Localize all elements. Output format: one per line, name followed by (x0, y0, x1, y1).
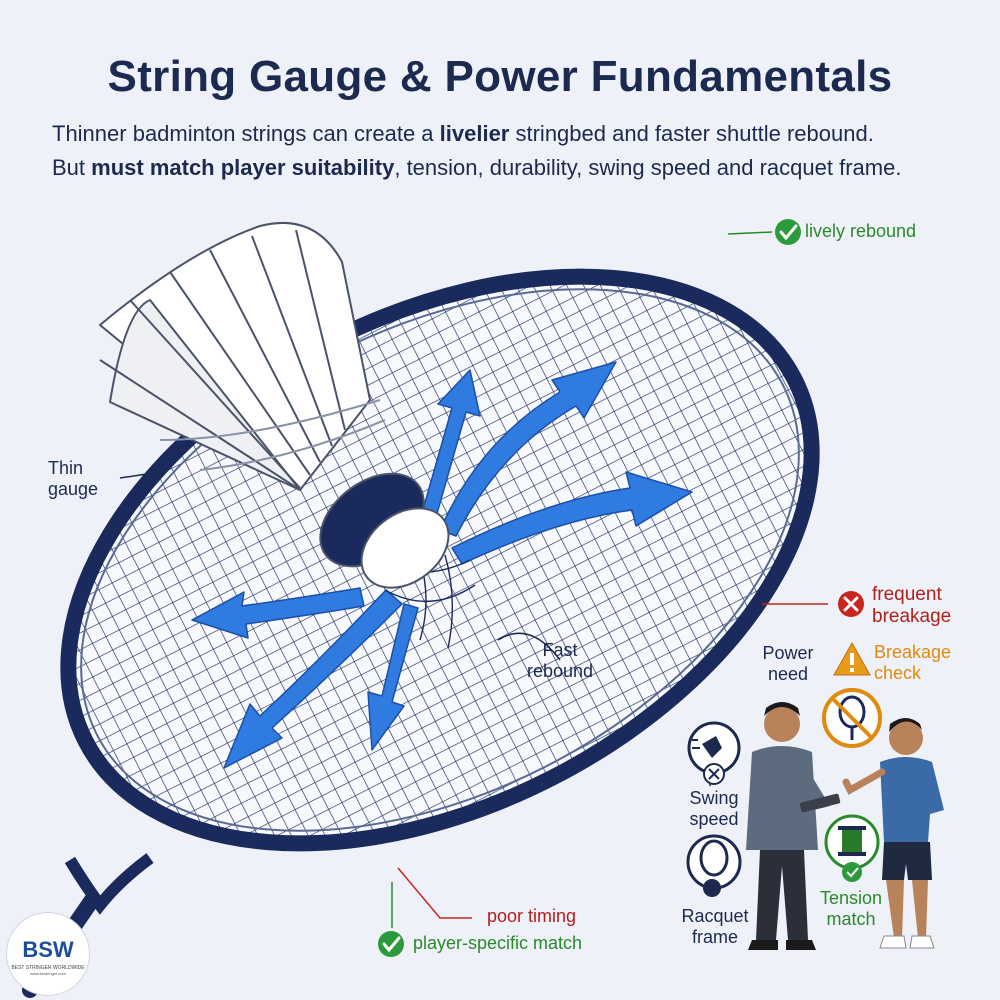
shuttle-cork (360, 507, 450, 589)
arrow-down-left (223, 589, 403, 769)
racquet-frame-icon (686, 834, 742, 897)
page-title: String Gauge & Power Fundamentals (107, 52, 893, 101)
subtitle-line-2: But must match player suitability, tensi… (52, 155, 902, 180)
bsw-logo: BSW BEST STRINGER WORLDWIDE www.bestring… (6, 912, 90, 996)
arrow-down (367, 603, 419, 751)
arrow-up (419, 369, 481, 525)
arrow-upper-right (439, 361, 617, 537)
check-icon (775, 219, 801, 245)
tension-spool-icon (824, 814, 880, 882)
rebound-arrows (191, 361, 693, 769)
shuttlecock (99, 222, 450, 589)
label-breakage-check: Breakage check (874, 642, 952, 683)
label-lively-rebound: lively rebound (805, 221, 917, 241)
swing-speed-icon (687, 721, 741, 785)
stringer-person (746, 702, 841, 950)
label-power-need: Power need (762, 643, 814, 684)
label-swing-speed: Swing speed (689, 788, 739, 829)
subtitle-line-1: Thinner badminton strings can create a l… (52, 121, 874, 146)
racquet-throat (64, 853, 154, 915)
arrow-right (451, 471, 693, 565)
arrow-left (191, 587, 365, 639)
label-player-specific-match: player-specific match (413, 933, 583, 953)
label-racquet-frame: Racquet frame (681, 906, 749, 947)
label-tension-match: Tension match (819, 888, 883, 929)
cross-icon (838, 591, 864, 617)
feather-skirt (99, 222, 371, 491)
label-fast-rebound: Fast rebound (526, 640, 594, 681)
check-icon (378, 931, 404, 957)
label-thin-gauge: Thin gauge (48, 458, 99, 499)
no-racquet-icon (822, 688, 882, 748)
customer-person (842, 718, 944, 949)
label-frequent-breakage: frequent breakage (872, 584, 952, 627)
label-poor-timing: poor timing (487, 906, 577, 926)
warning-icon (833, 641, 871, 676)
